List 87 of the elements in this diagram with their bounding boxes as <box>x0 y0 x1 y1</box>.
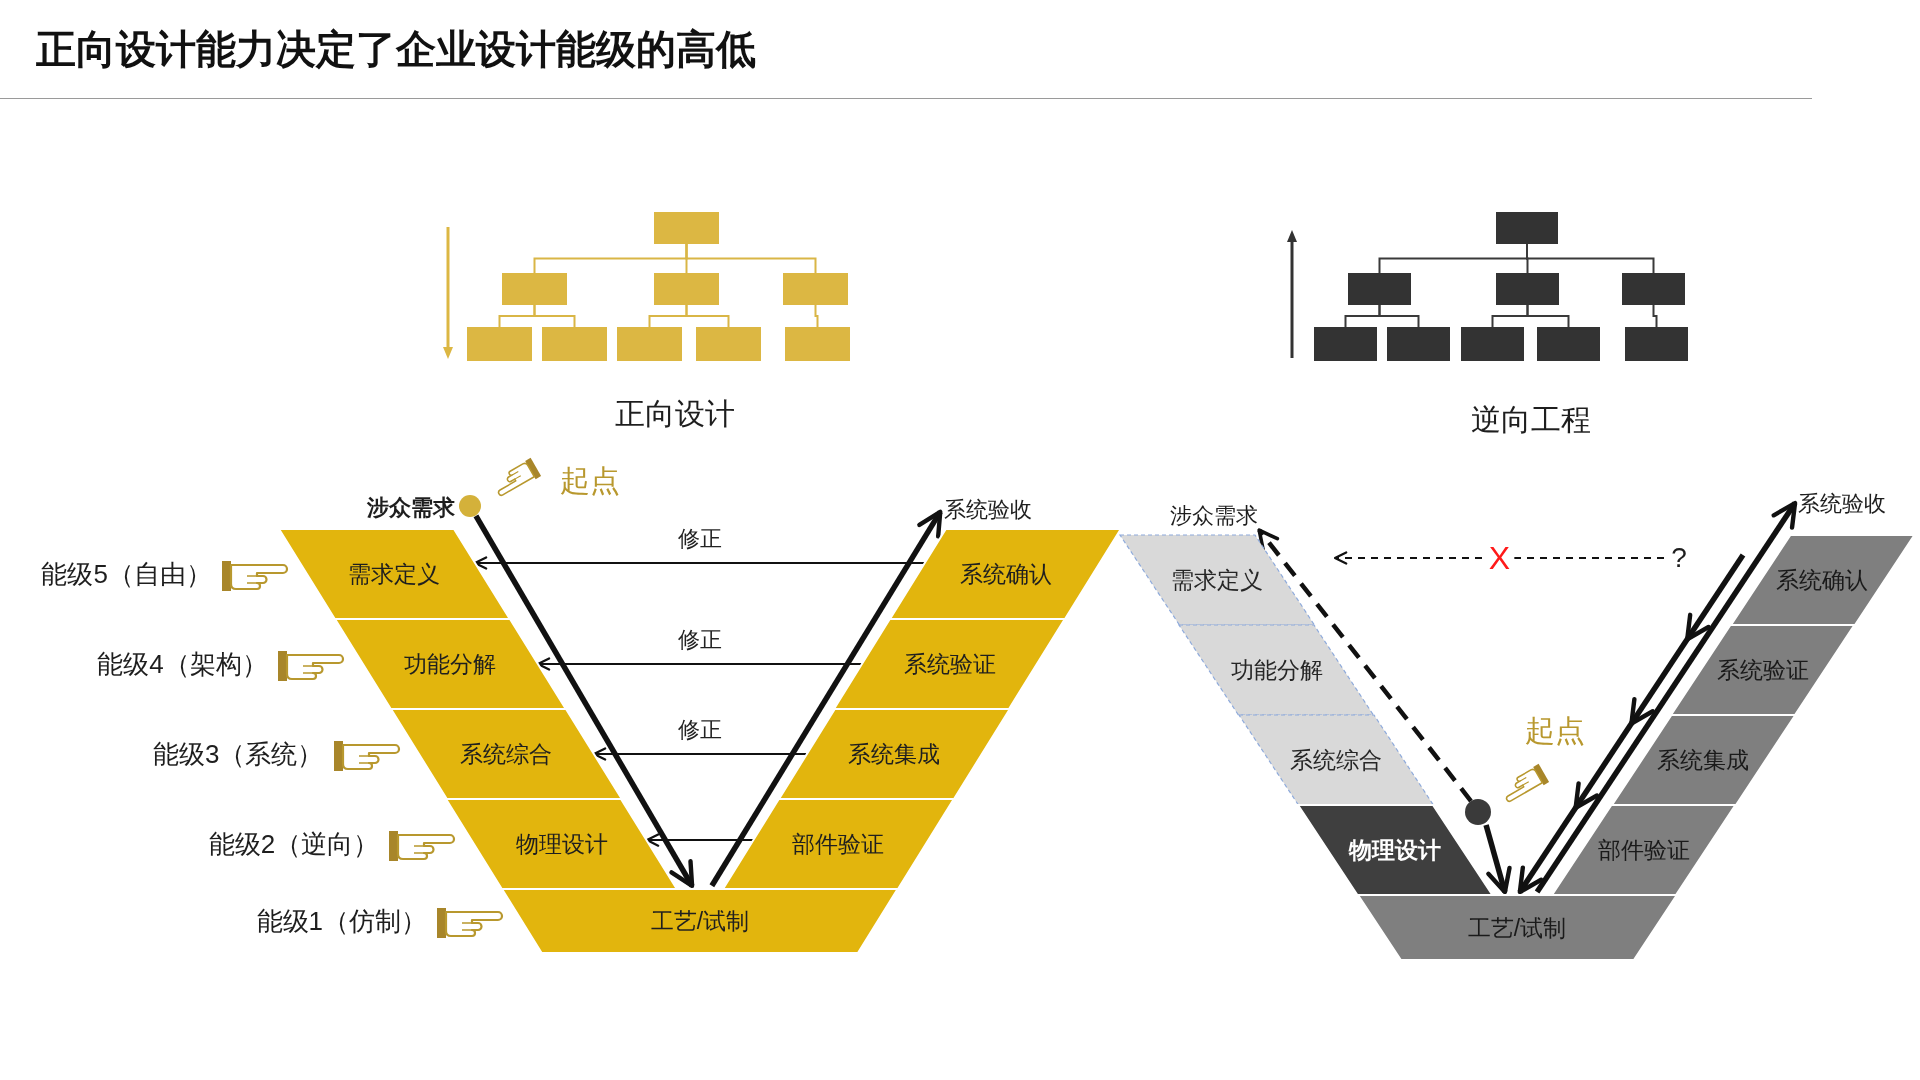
arrow <box>709 509 943 888</box>
dashed-arrow <box>1257 528 1473 803</box>
tree-box <box>542 327 607 361</box>
level-label: 能级1（仿制） <box>256 905 427 938</box>
tree-box <box>1537 327 1600 361</box>
stage-label: 系统验证 <box>903 649 996 679</box>
arrow <box>1483 824 1512 895</box>
arrow <box>473 556 926 570</box>
tree-box <box>1461 327 1524 361</box>
stage-label: 部件验证 <box>1598 835 1691 865</box>
acceptance-label: 系统验收 <box>1798 488 1916 520</box>
tree-box <box>783 273 848 305</box>
connector-line <box>1652 304 1658 328</box>
stage-band <box>1357 895 1677 960</box>
diagram-caption: 正向设计 <box>615 395 735 432</box>
diagram-caption: 逆向工程 <box>1471 401 1591 438</box>
start-point-label: 起点 <box>1525 712 1585 749</box>
stage-label: 系统确认 <box>959 559 1052 589</box>
arrow <box>1517 553 1746 894</box>
stage-label: 系统综合 <box>1290 745 1382 775</box>
stage-band <box>1611 715 1796 805</box>
stage-label: 系统验证 <box>1716 655 1809 685</box>
stage-band <box>1298 805 1493 895</box>
tree-box <box>617 327 682 361</box>
connector-line <box>685 243 817 274</box>
stage-label: 工艺/试制 <box>650 906 750 936</box>
stage-band <box>1552 805 1736 895</box>
tree-box <box>467 327 532 361</box>
tree-box <box>502 273 567 305</box>
stage-label: 功能分解 <box>404 649 497 679</box>
start-dot <box>1465 799 1491 825</box>
tree-box <box>1348 273 1411 305</box>
stage-label: 功能分解 <box>1230 655 1323 685</box>
stage-label: 需求定义 <box>1171 565 1264 595</box>
stage-label: 系统集成 <box>1657 745 1750 775</box>
stage-band <box>722 799 954 889</box>
stage-band <box>1179 625 1374 715</box>
connector-line <box>685 304 730 328</box>
stage-band <box>1120 535 1315 625</box>
connector-line <box>814 304 819 328</box>
stage-band <box>778 709 1010 799</box>
stage-band <box>279 529 510 619</box>
stage-label: 物理设计 <box>515 829 608 859</box>
stage-label: 需求定义 <box>348 559 441 589</box>
stage-label: 部件验证 <box>792 829 885 859</box>
stage-label: 系统综合 <box>460 739 552 769</box>
stage-band <box>446 799 678 889</box>
level-label: 能级3（系统） <box>153 738 324 771</box>
stage-label: 系统确认 <box>1776 565 1869 595</box>
stakeholder-needs-label: 涉众需求 <box>330 492 455 524</box>
stage-label: 物理设计 <box>1349 835 1442 865</box>
tree-box <box>1496 273 1559 305</box>
stage-label: 工艺/试制 <box>1467 913 1567 942</box>
arrow <box>1534 500 1798 894</box>
stage-band <box>1671 625 1855 715</box>
tree-box <box>1496 212 1558 244</box>
tree-box <box>654 273 719 305</box>
stage-band <box>502 889 898 953</box>
stage-label: 系统集成 <box>848 739 940 769</box>
connector-line <box>1526 304 1570 328</box>
tree-box <box>1625 327 1688 361</box>
stakeholder-needs-label: 涉众需求 <box>1140 500 1258 532</box>
level-label: 能级5（自由） <box>41 558 212 591</box>
level-label: 能级4（架构） <box>97 648 268 681</box>
stage-band <box>390 709 622 799</box>
start-dot <box>459 495 481 517</box>
question-mark: ? <box>1666 540 1692 576</box>
tree-box <box>1314 327 1377 361</box>
tree-box <box>696 327 761 361</box>
connector-line <box>1526 243 1655 274</box>
tree-box <box>654 212 719 244</box>
tree-box <box>1387 327 1450 361</box>
level-label: 能级2（逆向） <box>208 828 380 861</box>
dashed-arrow <box>1333 551 1665 565</box>
stage-band <box>834 619 1066 709</box>
start-point-label: 起点 <box>560 462 620 499</box>
tree-box <box>785 327 850 361</box>
arrow <box>473 514 695 888</box>
stage-band <box>1730 535 1914 625</box>
stage-band <box>890 529 1121 619</box>
connector-line <box>533 304 576 328</box>
tree-box <box>1622 273 1685 305</box>
stage-band <box>334 619 566 709</box>
page-title: 正向设计能力决定了企业设计能级的高低 <box>36 26 756 73</box>
stage-band <box>1238 715 1434 805</box>
acceptance-label: 系统验收 <box>944 494 1069 526</box>
connector-line <box>1378 304 1420 328</box>
